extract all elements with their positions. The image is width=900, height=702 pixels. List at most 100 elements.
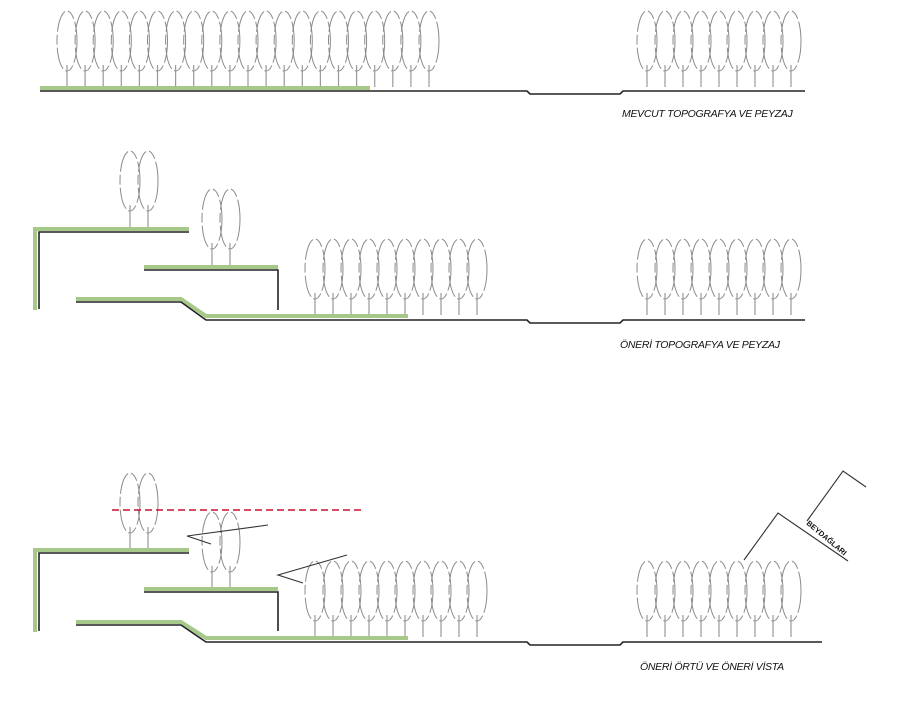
tree-crown bbox=[636, 10, 658, 72]
tree-row-left bbox=[56, 10, 440, 87]
tree-crown bbox=[291, 10, 313, 72]
tree-icon bbox=[394, 560, 416, 637]
tree-crown bbox=[273, 10, 295, 72]
tree-crown bbox=[448, 560, 470, 622]
tree-icon bbox=[744, 560, 766, 637]
tree-crown bbox=[394, 238, 416, 300]
tree-crown bbox=[762, 560, 784, 622]
tree-pair-upper-terrace bbox=[119, 472, 159, 549]
tree-crown bbox=[672, 238, 694, 300]
section-existing: MEVCUT TOPOGRAFYA VE PEYZAJ bbox=[40, 10, 805, 120]
tree-row-right bbox=[636, 10, 802, 87]
tree-icon bbox=[255, 10, 277, 87]
upper-terrace-profile bbox=[38, 552, 189, 631]
mountain-profile-near bbox=[743, 512, 849, 562]
tree-crown bbox=[708, 560, 730, 622]
tree-crown bbox=[744, 238, 766, 300]
tree-icon bbox=[128, 10, 150, 87]
tree-crown bbox=[340, 238, 362, 300]
green-lower-ramp bbox=[76, 297, 408, 318]
tree-icon bbox=[376, 238, 398, 315]
section-proposed-cover-vista: BEYDAĞLARI ÖNERİ ÖRTÜ VE ÖNERİ VİSTA bbox=[33, 470, 867, 673]
tree-crown bbox=[201, 10, 223, 72]
tree-icon bbox=[328, 10, 349, 87]
tree-crown bbox=[672, 10, 694, 72]
tree-row-right bbox=[636, 560, 802, 637]
tree-pair-middle-terrace bbox=[201, 511, 241, 588]
tree-crown bbox=[56, 10, 78, 72]
tree-icon bbox=[358, 560, 380, 637]
tree-crown bbox=[780, 238, 802, 300]
tree-crown bbox=[358, 238, 380, 300]
tree-icon bbox=[708, 10, 730, 87]
tree-icon bbox=[237, 10, 259, 87]
tree-icon bbox=[672, 10, 694, 87]
tree-icon bbox=[672, 560, 694, 637]
tree-crown bbox=[466, 560, 488, 622]
tree-icon bbox=[394, 238, 416, 315]
tree-icon bbox=[412, 238, 434, 315]
tree-pair-middle-terrace bbox=[201, 188, 241, 265]
tree-crown bbox=[394, 560, 416, 622]
green-lower-ramp bbox=[76, 620, 408, 640]
tree-crown bbox=[430, 560, 452, 622]
tree-crown bbox=[309, 10, 331, 72]
tree-crown bbox=[636, 238, 658, 300]
tree-icon bbox=[304, 560, 326, 637]
tree-icon bbox=[762, 238, 784, 315]
tree-icon bbox=[780, 560, 802, 637]
tree-icon bbox=[744, 238, 766, 315]
tree-crown bbox=[708, 238, 730, 300]
tree-icon bbox=[92, 10, 114, 87]
tree-icon bbox=[273, 10, 295, 87]
tree-icon bbox=[466, 238, 488, 315]
mountain-label: BEYDAĞLARI bbox=[805, 519, 849, 558]
tree-crown bbox=[147, 10, 168, 72]
section-proposed-topography: ÖNERİ TOPOGRAFYA VE PEYZAJ bbox=[33, 150, 805, 351]
section-caption: ÖNERİ ÖRTÜ VE ÖNERİ VİSTA bbox=[640, 661, 784, 673]
tree-icon bbox=[56, 10, 78, 87]
tree-crown bbox=[466, 238, 488, 300]
tree-crown bbox=[165, 10, 187, 72]
tree-icon bbox=[448, 238, 470, 315]
tree-crown bbox=[654, 560, 676, 622]
tree-icon bbox=[219, 511, 241, 588]
tree-crown bbox=[219, 188, 241, 250]
tree-crown bbox=[690, 560, 712, 622]
tree-icon bbox=[690, 238, 712, 315]
section-caption: ÖNERİ TOPOGRAFYA VE PEYZAJ bbox=[620, 339, 781, 351]
tree-crown bbox=[237, 10, 259, 72]
tree-icon bbox=[110, 10, 132, 87]
tree-crown bbox=[726, 238, 748, 300]
tree-icon bbox=[418, 10, 440, 87]
tree-crown bbox=[128, 10, 150, 72]
tree-icon bbox=[654, 238, 676, 315]
tree-crown bbox=[137, 150, 159, 212]
section-caption: MEVCUT TOPOGRAFYA VE PEYZAJ bbox=[622, 108, 793, 120]
tree-icon bbox=[708, 560, 730, 637]
middle-terrace-profile bbox=[144, 269, 279, 310]
tree-crown bbox=[376, 238, 398, 300]
lower-ramp-profile bbox=[76, 301, 805, 324]
tree-icon bbox=[400, 10, 422, 87]
tree-icon bbox=[654, 560, 676, 637]
tree-crown bbox=[219, 10, 241, 72]
tree-crown bbox=[412, 560, 434, 622]
tree-icon bbox=[346, 10, 368, 87]
tree-icon bbox=[762, 10, 784, 87]
tree-icon bbox=[322, 560, 344, 637]
tree-crown bbox=[726, 560, 748, 622]
tree-icon bbox=[726, 238, 748, 315]
tree-icon bbox=[780, 238, 802, 315]
tree-icon bbox=[636, 560, 658, 637]
tree-crown bbox=[708, 10, 730, 72]
tree-icon bbox=[304, 238, 326, 315]
tree-row-right bbox=[636, 238, 802, 315]
green-upper-terrace bbox=[33, 548, 189, 632]
mountain-profile-far bbox=[806, 470, 867, 522]
tree-crown bbox=[137, 472, 159, 534]
green-upper-terrace bbox=[33, 227, 189, 310]
tree-icon bbox=[654, 10, 676, 87]
tree-icon bbox=[219, 10, 241, 87]
tree-icon bbox=[137, 472, 159, 549]
